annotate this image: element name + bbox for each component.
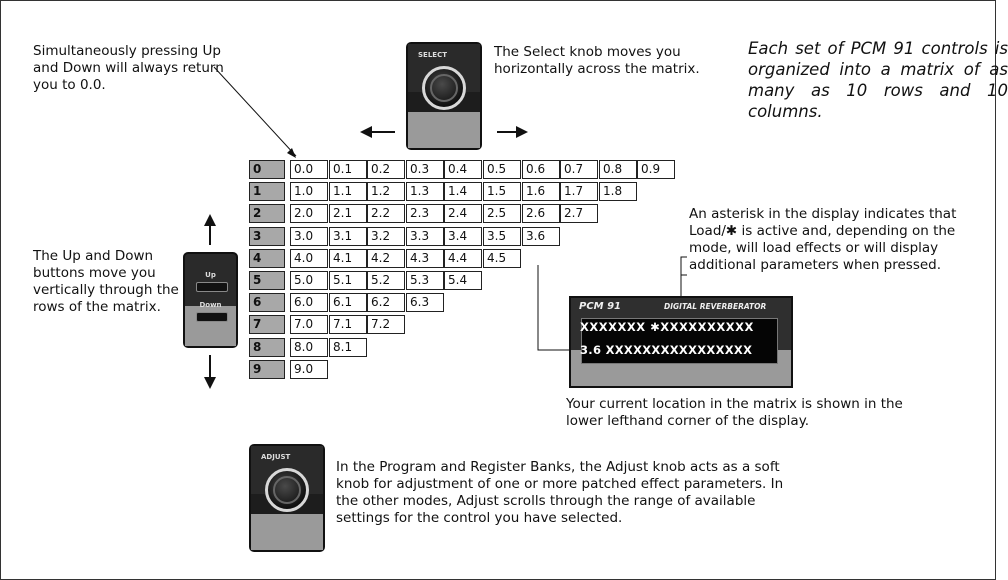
leader-arrowhead bbox=[287, 148, 296, 158]
matrix-cell: 6.1 bbox=[329, 293, 367, 312]
matrix-row-label: 1 bbox=[249, 182, 285, 201]
note-location: Your current location in the matrix is s… bbox=[566, 396, 903, 429]
matrix-cell: 4.1 bbox=[329, 249, 367, 268]
display-subtitle: DIGITAL REVERBERATOR bbox=[664, 302, 767, 311]
matrix-cell: 3.0 bbox=[290, 227, 328, 246]
matrix-cell: 2.3 bbox=[406, 204, 444, 223]
matrix-cell: 6.0 bbox=[290, 293, 328, 312]
down-arrow-icon bbox=[204, 377, 216, 389]
matrix-cell: 0.7 bbox=[560, 160, 598, 179]
matrix-cell: 3.6 bbox=[522, 227, 560, 246]
matrix-cell: 0.2 bbox=[367, 160, 405, 179]
note-vertical: The Up and Down buttons move you vertica… bbox=[33, 248, 179, 315]
matrix-cell: 0.0 bbox=[290, 160, 328, 179]
matrix-cell: 2.6 bbox=[522, 204, 560, 223]
display-line-2: 3.6 XXXXXXXXXXXXXXXX bbox=[580, 343, 753, 357]
matrix-cell: 0.6 bbox=[522, 160, 560, 179]
matrix-cell: 1.0 bbox=[290, 182, 328, 201]
matrix-row-label: 0 bbox=[249, 160, 285, 179]
up-label: Up bbox=[205, 271, 216, 279]
matrix-row-label: 6 bbox=[249, 293, 285, 312]
matrix-cell: 0.4 bbox=[444, 160, 482, 179]
select-knob[interactable]: SELECT bbox=[406, 42, 482, 150]
leader-line-up-down bbox=[213, 66, 297, 157]
matrix-cell: 6.3 bbox=[406, 293, 444, 312]
intro-text: Each set of PCM 91 controls is organized… bbox=[748, 38, 1008, 121]
up-button[interactable] bbox=[196, 282, 228, 292]
matrix-cell: 2.4 bbox=[444, 204, 482, 223]
matrix-cell: 0.3 bbox=[406, 160, 444, 179]
select-dial[interactable] bbox=[422, 66, 466, 110]
matrix-cell: 0.1 bbox=[329, 160, 367, 179]
matrix-cell: 7.0 bbox=[290, 315, 328, 334]
up-arrow-icon bbox=[204, 214, 216, 226]
matrix-cell: 2.5 bbox=[483, 204, 521, 223]
matrix-cell: 2.2 bbox=[367, 204, 405, 223]
matrix-cell: 9.0 bbox=[290, 360, 328, 379]
left-arrow-icon bbox=[360, 126, 372, 138]
matrix-row-label: 2 bbox=[249, 204, 285, 223]
note-asterisk: An asterisk in the display indicates tha… bbox=[689, 206, 957, 273]
matrix-cell: 5.3 bbox=[406, 271, 444, 290]
pcm91-display: PCM 91 DIGITAL REVERBERATOR XXXXXXX ✱XXX… bbox=[569, 296, 793, 388]
asterisk-bracket bbox=[680, 256, 687, 276]
note-up-down: Simultaneously pressing Up and Down will… bbox=[33, 43, 224, 93]
matrix-cell: 5.2 bbox=[367, 271, 405, 290]
matrix-cell: 4.3 bbox=[406, 249, 444, 268]
matrix-cell: 1.1 bbox=[329, 182, 367, 201]
matrix-cell: 1.6 bbox=[522, 182, 560, 201]
matrix-cell: 0.5 bbox=[483, 160, 521, 179]
location-connector bbox=[537, 265, 569, 351]
right-arrow-icon bbox=[516, 126, 528, 138]
down-label: Down bbox=[199, 301, 222, 309]
adjust-dial[interactable] bbox=[265, 468, 309, 512]
matrix-cell: 1.8 bbox=[599, 182, 637, 201]
matrix-cell: 5.0 bbox=[290, 271, 328, 290]
matrix-cell: 1.2 bbox=[367, 182, 405, 201]
display-brand: PCM 91 bbox=[579, 301, 622, 312]
matrix-cell: 3.1 bbox=[329, 227, 367, 246]
matrix-cell: 4.4 bbox=[444, 249, 482, 268]
note-adjust: In the Program and Register Banks, the A… bbox=[336, 459, 784, 526]
matrix-cell: 1.4 bbox=[444, 182, 482, 201]
matrix-cell: 2.0 bbox=[290, 204, 328, 223]
matrix-cell: 1.3 bbox=[406, 182, 444, 201]
matrix-row-label: 7 bbox=[249, 315, 285, 334]
matrix-cell: 7.1 bbox=[329, 315, 367, 334]
matrix-cell: 3.2 bbox=[367, 227, 405, 246]
matrix-row-label: 4 bbox=[249, 249, 285, 268]
down-button[interactable] bbox=[196, 312, 228, 322]
matrix-cell: 1.7 bbox=[560, 182, 598, 201]
display-screen bbox=[581, 318, 778, 364]
matrix-cell: 3.3 bbox=[406, 227, 444, 246]
matrix-cell: 2.7 bbox=[560, 204, 598, 223]
adjust-knob[interactable]: ADJUST bbox=[249, 444, 325, 552]
matrix-row-label: 8 bbox=[249, 338, 285, 357]
matrix-cell: 6.2 bbox=[367, 293, 405, 312]
matrix-cell: 4.0 bbox=[290, 249, 328, 268]
matrix-cell: 0.9 bbox=[637, 160, 675, 179]
matrix-row-label: 9 bbox=[249, 360, 285, 379]
select-knob-label: SELECT bbox=[418, 51, 447, 59]
matrix-cell: 8.1 bbox=[329, 338, 367, 357]
matrix-cell: 7.2 bbox=[367, 315, 405, 334]
matrix-cell: 4.2 bbox=[367, 249, 405, 268]
matrix-cell: 5.1 bbox=[329, 271, 367, 290]
matrix-cell: 5.4 bbox=[444, 271, 482, 290]
matrix-cell: 2.1 bbox=[329, 204, 367, 223]
matrix-cell: 3.5 bbox=[483, 227, 521, 246]
up-down-panel: Up Down bbox=[183, 252, 238, 348]
matrix-row-label: 3 bbox=[249, 227, 285, 246]
matrix-cell: 4.5 bbox=[483, 249, 521, 268]
matrix-cell: 8.0 bbox=[290, 338, 328, 357]
matrix-cell: 1.5 bbox=[483, 182, 521, 201]
display-line-1: XXXXXXX ✱XXXXXXXXXX bbox=[580, 320, 754, 334]
matrix-cell: 3.4 bbox=[444, 227, 482, 246]
matrix-cell: 0.8 bbox=[599, 160, 637, 179]
matrix-row-label: 5 bbox=[249, 271, 285, 290]
note-select: The Select knob moves you horizontally a… bbox=[494, 44, 700, 77]
adjust-knob-label: ADJUST bbox=[261, 453, 291, 461]
